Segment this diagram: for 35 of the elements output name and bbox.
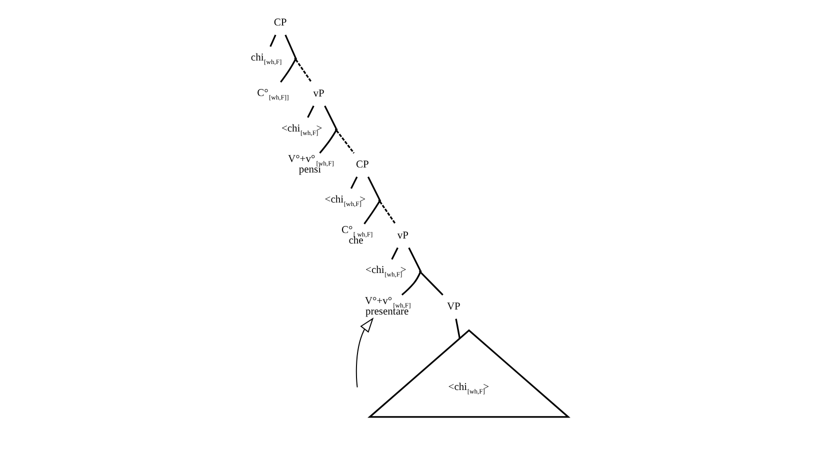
connector: [335, 130, 354, 154]
connector: [324, 106, 336, 129]
connector: [408, 247, 420, 271]
connector: [318, 130, 336, 154]
connector: [294, 59, 312, 83]
node-point: [418, 270, 422, 273]
connector: [400, 272, 420, 296]
node-text: chi$_{[wh,F]}$: [250, 52, 282, 66]
node-text: CP: [356, 159, 368, 170]
connector: [366, 176, 380, 200]
node-text: C°$_{[wh,F]]}$: [256, 88, 288, 102]
connector: [280, 59, 296, 83]
connector: [363, 200, 380, 224]
connector: [390, 247, 398, 260]
node-text: VP: [446, 301, 460, 312]
node-text: <chi$_{[wh,F]}$>: [365, 265, 406, 279]
connector: [306, 106, 314, 118]
node-text: <chi$_{[wh,F]}$>: [280, 123, 322, 137]
node-text: vP: [396, 230, 408, 242]
node-point: [294, 57, 296, 60]
node-text: V°+v°$_{[wh,F]}$ pensi: [288, 154, 334, 176]
connector: [269, 34, 276, 47]
node-text: V°+v°$_{[wh,F]}$ presentare: [364, 296, 410, 318]
connector: [284, 34, 296, 58]
node-text: <chi$_{[wh,F]}$>: [324, 194, 366, 208]
node-point: [334, 128, 338, 131]
node-text: vP: [312, 88, 324, 100]
connector: [378, 201, 396, 224]
connector: [350, 176, 358, 189]
node-point: [378, 199, 380, 202]
connector: [420, 272, 443, 296]
connector: [454, 318, 460, 338]
node-text: C°$_{[ wh,F]}$ che: [341, 225, 372, 247]
arrow: [355, 318, 374, 388]
node-text: CP: [273, 18, 286, 29]
